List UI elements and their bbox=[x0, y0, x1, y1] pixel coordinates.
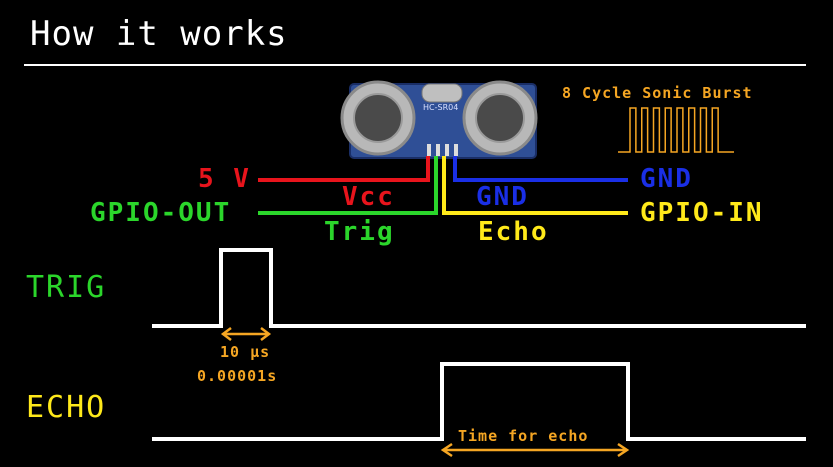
sensor-pin-echo bbox=[445, 144, 449, 156]
wire-echo bbox=[442, 156, 628, 215]
sensor-crystal bbox=[421, 83, 463, 103]
label-echo-pin: Echo bbox=[478, 217, 549, 247]
burst-label: 8 Cycle Sonic Burst bbox=[562, 84, 753, 102]
echo-time-label: Time for echo bbox=[458, 427, 589, 445]
label-trig-pin: Trig bbox=[324, 217, 395, 247]
label-5v: 5 V bbox=[198, 164, 251, 194]
label-gnd-pin: GND bbox=[476, 182, 529, 212]
wire-vcc bbox=[258, 156, 430, 182]
sensor-pin-vcc bbox=[427, 144, 431, 156]
label-gnd: GND bbox=[640, 164, 693, 194]
label-gpio-in: GPIO-IN bbox=[640, 198, 764, 228]
echo-waveform bbox=[152, 362, 806, 441]
label-gpio-out: GPIO-OUT bbox=[90, 198, 232, 228]
sonic-burst-waveform bbox=[618, 107, 734, 153]
wire-gnd bbox=[453, 156, 628, 182]
receiver-mesh bbox=[475, 93, 525, 143]
page-title: How it works bbox=[30, 14, 288, 54]
label-vcc: Vcc bbox=[342, 182, 395, 212]
sensor-pin-gnd bbox=[454, 144, 458, 156]
echo-time-arrow bbox=[440, 442, 630, 458]
sensor-model-label: HC-SR04 bbox=[423, 103, 458, 112]
trig-waveform bbox=[152, 248, 806, 328]
pulse-width-arrow bbox=[220, 327, 272, 341]
transmitter-mesh bbox=[353, 93, 403, 143]
hc-sr04-sensor: HC-SR04 bbox=[340, 80, 538, 159]
sensor-pin-trig bbox=[436, 144, 440, 156]
pulse-seconds-label: 0.00001s bbox=[197, 367, 278, 385]
pulse-width-label: 10 µs bbox=[220, 343, 271, 361]
trig-signal-label: TRIG bbox=[26, 270, 107, 305]
echo-signal-label: ECHO bbox=[26, 390, 107, 425]
wire-trig bbox=[258, 156, 438, 215]
